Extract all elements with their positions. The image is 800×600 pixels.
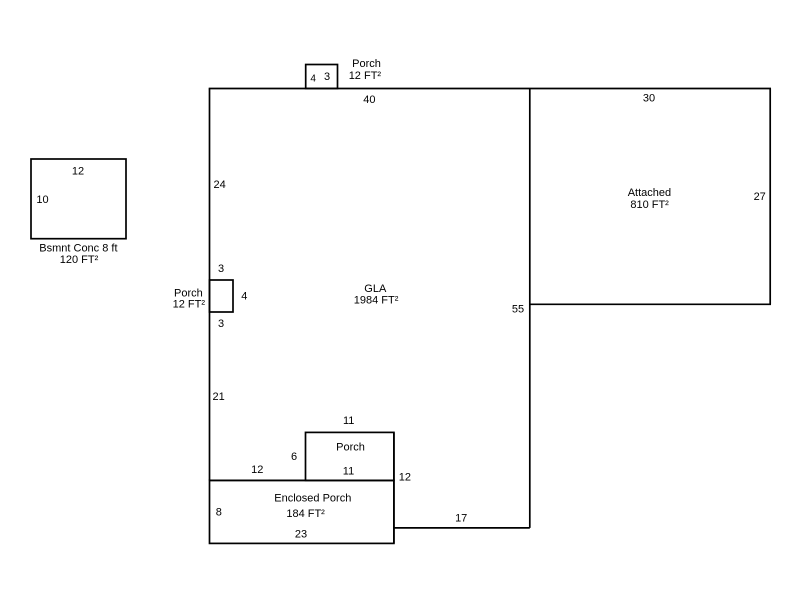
svg-text:12: 12: [72, 165, 84, 177]
svg-text:6: 6: [291, 451, 297, 463]
svg-text:27: 27: [754, 191, 766, 203]
svg-text:1984 FT²: 1984 FT²: [354, 295, 399, 307]
svg-text:10: 10: [36, 194, 48, 206]
svg-text:12: 12: [251, 464, 263, 476]
svg-text:3: 3: [218, 263, 224, 275]
svg-text:17: 17: [455, 512, 467, 524]
svg-text:120 FT²: 120 FT²: [60, 254, 99, 266]
svg-text:55: 55: [512, 304, 524, 316]
svg-text:21: 21: [212, 391, 224, 403]
svg-text:Porch: Porch: [336, 441, 365, 453]
svg-text:Attached: Attached: [628, 187, 671, 199]
svg-text:30: 30: [643, 92, 655, 104]
svg-text:4: 4: [241, 291, 247, 303]
svg-text:11: 11: [343, 415, 354, 427]
svg-text:810 FT²: 810 FT²: [630, 199, 669, 211]
svg-text:Porch: Porch: [352, 58, 381, 70]
svg-text:23: 23: [295, 529, 307, 541]
svg-text:GLA: GLA: [364, 283, 387, 295]
svg-text:12 FT²: 12 FT²: [173, 299, 206, 311]
svg-text:11: 11: [343, 465, 354, 477]
svg-text:12: 12: [399, 472, 411, 484]
svg-text:Porch: Porch: [174, 287, 203, 299]
svg-text:24: 24: [213, 179, 225, 191]
svg-text:4: 4: [310, 74, 316, 85]
svg-text:184 FT²: 184 FT²: [286, 508, 325, 520]
svg-text:3: 3: [218, 318, 224, 330]
svg-text:8: 8: [216, 507, 222, 519]
svg-text:Enclosed Porch: Enclosed Porch: [274, 492, 351, 504]
svg-text:12 FT²: 12 FT²: [349, 70, 382, 82]
svg-text:3: 3: [324, 71, 330, 83]
svg-text:Bsmnt Conc 8 ft: Bsmnt Conc 8 ft: [39, 243, 117, 255]
svg-text:40: 40: [363, 94, 375, 106]
